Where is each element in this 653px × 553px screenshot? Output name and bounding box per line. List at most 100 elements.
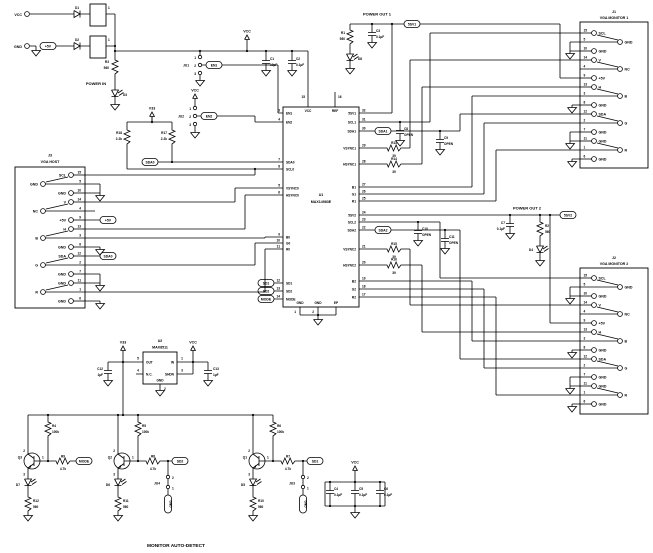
svg-text:2: 2	[584, 119, 586, 123]
pin-number: 1	[108, 38, 110, 42]
svg-text:GND: GND	[599, 140, 607, 144]
svg-text:SHDN: SHDN	[165, 373, 175, 377]
svg-text:H: H	[63, 228, 66, 232]
svg-text:HSYNC2: HSYNC2	[343, 264, 356, 268]
svg-text:SD1: SD1	[286, 282, 292, 286]
svg-text:R: R	[625, 394, 628, 398]
svg-text:0.1µF: 0.1µF	[359, 493, 367, 497]
svg-text:39: 39	[392, 271, 396, 275]
svg-text:4: 4	[278, 118, 280, 122]
header-block	[89, 35, 107, 59]
svg-text:17: 17	[362, 293, 366, 297]
svg-text:GND: GND	[625, 41, 633, 45]
svg-text:1: 1	[172, 487, 174, 491]
svg-text:4: 4	[584, 310, 586, 314]
svg-text:29: 29	[362, 144, 366, 148]
connector-body	[14, 166, 86, 309]
svg-text:GND: GND	[599, 349, 607, 353]
svg-text:MODE: MODE	[286, 298, 296, 302]
svg-text:HSYNC0: HSYNC0	[286, 194, 299, 198]
svg-text:24: 24	[362, 211, 366, 215]
svg-text:R: R	[625, 149, 628, 153]
svg-text:12: 12	[584, 110, 588, 114]
svg-text:3: 3	[113, 473, 115, 477]
svg-text:R6: R6	[277, 424, 281, 428]
svg-text:9: 9	[584, 319, 586, 323]
svg-text:SD2: SD2	[263, 289, 270, 293]
svg-text:3: 3	[278, 109, 280, 113]
svg-text:SDA: SDA	[599, 358, 607, 362]
svg-text:SDA1: SDA1	[347, 130, 356, 134]
svg-text:SDA0: SDA0	[145, 160, 154, 164]
svg-text:GND: GND	[314, 301, 322, 305]
net-tag-label: EN1	[211, 63, 218, 67]
svg-text:39: 39	[392, 255, 396, 259]
svg-text:V: V	[64, 201, 67, 205]
svg-text:9: 9	[278, 233, 280, 237]
svg-text:12: 12	[584, 355, 588, 359]
svg-text:2: 2	[248, 449, 250, 453]
svg-text:0.1µF: 0.1µF	[376, 35, 384, 39]
svg-text:0.1µF: 0.1µF	[296, 63, 304, 67]
svg-text:R0: R0	[286, 248, 290, 252]
svg-text:OUT: OUT	[146, 361, 153, 365]
part-value: 10µF	[270, 63, 277, 67]
svg-text:5SV2: 5SV2	[564, 213, 572, 217]
svg-text:11: 11	[584, 382, 588, 386]
net-label: VCC	[14, 13, 22, 17]
bypass-caps-section: VCC C40.1µF C50.1µF C60.1µF	[325, 461, 392, 499]
svg-text:EN1: EN1	[286, 112, 292, 116]
svg-text:R16: R16	[391, 258, 397, 262]
svg-text:26: 26	[362, 190, 366, 194]
svg-text:GND: GND	[58, 246, 66, 250]
svg-text:R8: R8	[151, 455, 155, 459]
svg-text:OPEN: OPEN	[444, 142, 454, 146]
svg-text:SDA0: SDA0	[103, 254, 112, 258]
svg-text:VCC: VCC	[191, 89, 199, 93]
svg-text:D7: D7	[16, 483, 20, 487]
svg-text:R5: R5	[142, 424, 146, 428]
svg-text:EN2: EN2	[206, 114, 213, 118]
svg-text:HSYNC1: HSYNC1	[343, 163, 356, 167]
svg-text:560: 560	[258, 505, 264, 509]
svg-text:GND: GND	[599, 295, 607, 299]
svg-text:GND: GND	[599, 104, 607, 108]
svg-text:0.1µF: 0.1µF	[334, 493, 342, 497]
svg-text:100k: 100k	[142, 430, 149, 434]
pin-name: SCL	[59, 174, 67, 178]
rail-label: V33	[149, 107, 155, 111]
svg-text:GND: GND	[599, 385, 607, 389]
svg-text:1: 1	[307, 487, 309, 491]
svg-text:11: 11	[584, 137, 588, 141]
svg-text:14: 14	[584, 301, 588, 305]
junction-dots	[46, 22, 552, 508]
part-number: MAX8511	[152, 346, 168, 350]
svg-text:GND: GND	[303, 500, 307, 508]
part-ref: C1	[270, 57, 274, 61]
svg-text:SDA: SDA	[599, 113, 607, 117]
part-number: MAX14983E	[311, 200, 332, 204]
svg-text:0.1µF: 0.1µF	[497, 227, 505, 231]
svg-text:R14: R14	[391, 157, 397, 161]
svg-text:4: 4	[137, 369, 139, 373]
svg-text:C12: C12	[97, 367, 103, 371]
svg-text:18: 18	[362, 285, 366, 289]
svg-text:28: 28	[362, 160, 366, 164]
svg-text:31: 31	[362, 118, 366, 122]
svg-text:1: 1	[584, 391, 586, 395]
svg-text:5: 5	[584, 38, 586, 42]
svg-text:8: 8	[278, 165, 280, 169]
svg-text:1: 1	[189, 107, 191, 111]
svg-text:8: 8	[79, 243, 81, 247]
svg-text:1µF: 1µF	[97, 373, 103, 377]
svg-text:3: 3	[189, 123, 191, 127]
svg-text:SD1: SD1	[312, 459, 319, 463]
svg-text:R1: R1	[352, 200, 356, 204]
svg-text:GND: GND	[58, 192, 66, 196]
connector-title: VGA HOST	[41, 160, 60, 164]
svg-text:GND: GND	[599, 50, 607, 54]
svg-text:5: 5	[278, 184, 280, 188]
svg-text:GND: GND	[599, 131, 607, 135]
